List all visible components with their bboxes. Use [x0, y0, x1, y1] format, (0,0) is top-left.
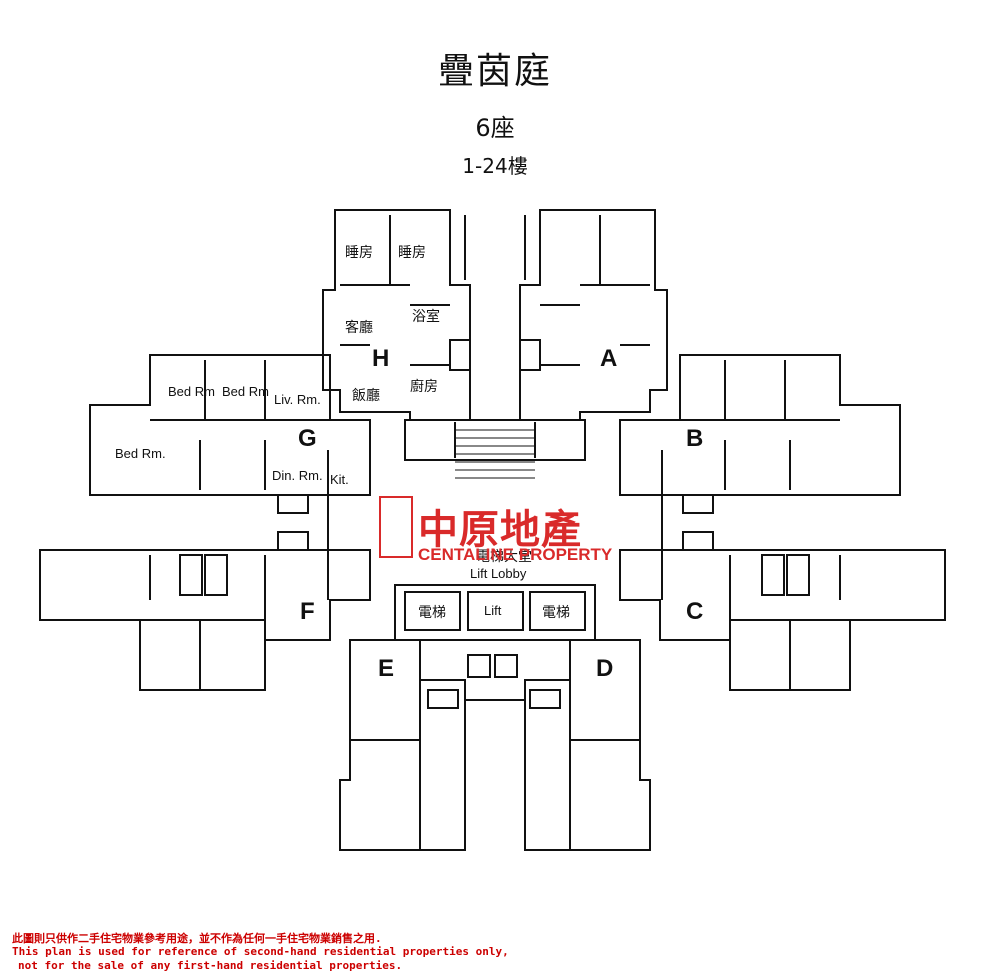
flat-d-outline: [524, 639, 651, 851]
room-bathroom: 浴室: [412, 309, 440, 325]
watermark-brand-cn: 中原地產: [418, 507, 582, 553]
disclaimer-en-2: not for the sale of any first-hand resid…: [18, 959, 403, 972]
flat-label-a: A: [600, 345, 618, 372]
room-bed-rm-2: Bed Rm: [222, 384, 269, 399]
floors-label: 1-24樓: [462, 154, 528, 178]
flat-b-outline: [619, 354, 901, 496]
room-bed-rm-1: Bed Rm: [168, 384, 215, 399]
flat-label-b: B: [686, 425, 704, 452]
lift-lobby-cn: 電梯大堂: [476, 549, 532, 565]
watermark-brand-en: CENTALINE PROPERTY: [418, 545, 613, 564]
flat-g-outline: [89, 354, 371, 496]
flat-label-h: H: [372, 345, 390, 372]
lift-middle: Lift: [484, 603, 502, 618]
room-bed-rm-3: Bed Rm.: [115, 446, 166, 461]
brand-logo-mark: [379, 496, 413, 558]
disclaimer-cn: 此圖則只供作二手住宅物業參考用途，並不作為任何一手住宅物業銷售之用.: [12, 932, 382, 945]
room-kit: Kit.: [330, 472, 349, 487]
room-kitchen: 廚房: [410, 379, 438, 395]
room-bedroom-2: 睡房: [398, 245, 426, 261]
flat-e-outline: [339, 639, 466, 851]
flat-label-f: F: [300, 598, 315, 625]
flat-label-c: C: [686, 598, 704, 625]
disclaimer-en-1: This plan is used for reference of secon…: [12, 945, 509, 958]
room-liv-rm: Liv. Rm.: [274, 392, 321, 407]
block-label: 6座: [475, 114, 515, 142]
room-living: 客廳: [345, 320, 373, 336]
room-bedroom-1: 睡房: [345, 245, 373, 261]
flat-h-outline: [322, 209, 471, 421]
lift-left: 電梯: [418, 605, 446, 621]
room-din-rm: Din. Rm.: [272, 468, 323, 483]
flat-a-outline: [519, 209, 668, 421]
flat-label-g: G: [298, 425, 317, 452]
lift-lobby-en: Lift Lobby: [470, 566, 527, 581]
building-title: 疊茵庭: [437, 51, 552, 92]
room-dining: 飯廳: [352, 388, 380, 404]
flat-label-e: E: [378, 655, 395, 682]
lift-right: 電梯: [542, 605, 570, 621]
flat-label-d: D: [596, 655, 614, 682]
